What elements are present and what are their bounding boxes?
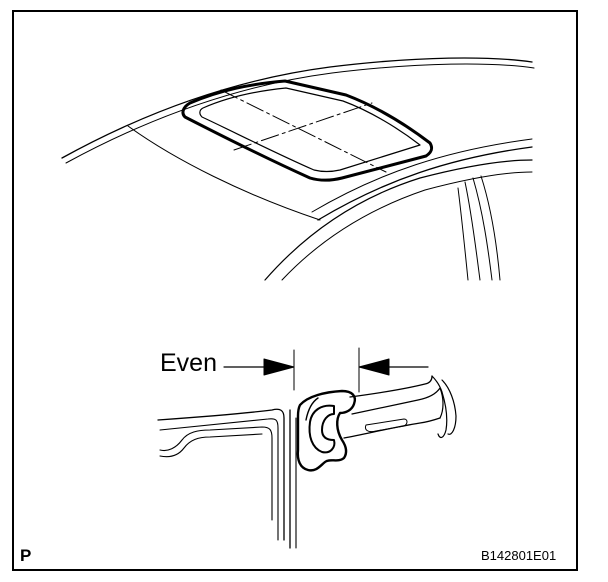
door-opening-edge-inner [281,171,533,281]
callout-label: Even [160,349,217,377]
b-pillar-line-2 [464,181,481,281]
sunroof-weatherstrip [181,79,434,182]
car-roof-illustration [61,57,535,281]
sunroof-glass [199,87,421,173]
glass-frame-upper [349,375,433,398]
weatherstrip-lip [305,397,319,421]
section-view [157,347,457,549]
glass-frame-lower [343,417,441,439]
weatherstrip-seal [296,389,356,472]
weatherstrip-c-profile [308,404,336,454]
roof-reinforcement-lower [159,433,263,458]
roof-front-edge [61,57,533,159]
roof-rear-edge-inner [311,138,533,213]
page-mark: P [20,546,32,565]
sunroof-centerline-lateral [233,102,373,151]
b-pillar-line-1 [457,187,469,281]
glass-frame-inner [365,418,408,433]
arrow-left-pointing [358,358,390,376]
windshield-header [127,125,321,221]
glass-frame-body [351,387,444,419]
figure-code: B142801E01 [481,548,557,563]
roof-reinforcement [159,426,273,521]
glass-edge-inner [441,379,457,435]
arrow-right-pointing [263,358,295,376]
roof-panel-outer [157,408,285,541]
door-opening-edge [264,159,533,281]
b-pillar-line-3 [472,177,493,281]
roof-front-edge-inner [65,63,535,164]
figure-frame [12,10,578,571]
roof-rear-edge [317,146,533,221]
b-pillar-line-4 [480,175,501,281]
roof-panel-inner [159,418,279,541]
glass-edge-outer [431,375,448,439]
sunroof-centerline-longitudinal [220,89,387,173]
